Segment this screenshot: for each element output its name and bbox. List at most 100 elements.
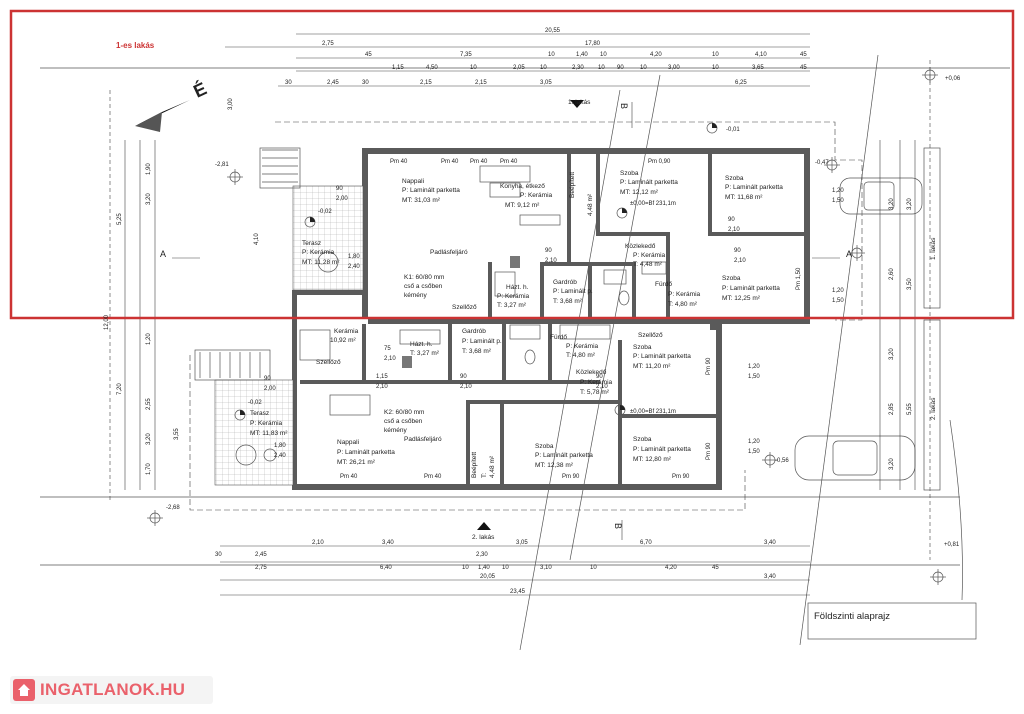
dim-label: 1,50 [748, 374, 760, 380]
dim-label: 1,15 [392, 65, 404, 71]
room-padlas-2: Padlásfeljáró [404, 436, 442, 443]
room-area: T: 3,27 m² [410, 350, 440, 357]
dim-label: 1,80 [274, 443, 286, 449]
dim-label: 90 [460, 374, 467, 380]
room-szoba-1a: Szoba P: Laminált parketta MT: 12,12 m² [620, 170, 678, 196]
room-name: Terasz [302, 240, 321, 247]
dim-label: 20,05 [480, 574, 496, 580]
dim-label: 10 [462, 565, 469, 571]
room-area: T: 4,80 m² [566, 352, 596, 359]
left-dimensions: 3,00 1,90 3,20 5,25 1,20 7,20 2,55 3,20 … [104, 98, 260, 475]
bottom-dimensions: 30 2,45 2,10 3,40 2,30 3,05 6,70 3,40 2,… [215, 540, 776, 595]
dim-label: 1,50 [832, 198, 844, 204]
section-markers [172, 100, 840, 540]
room-name: Gardrób [553, 279, 577, 286]
chimney-label: K1: 60/80 mm [404, 274, 444, 281]
dim-label: 2,30 [572, 65, 584, 71]
opening-label: Pm 40 [390, 159, 408, 165]
dim-label: 10 [470, 65, 477, 71]
dim-label: 1,80 [348, 254, 360, 260]
room-szoba-1b: Szoba P: Laminált parketta MT: 11,68 m² [725, 175, 783, 201]
dim-label: 2,85 [889, 403, 895, 415]
dim-label: 1,20 [748, 364, 760, 370]
dim-label: 2,45 [255, 552, 267, 558]
dim-label: 3,65 [752, 65, 764, 71]
room-name: Nappali [337, 439, 359, 446]
chimney-label: kémény [384, 427, 408, 434]
dim-label: 2,10 [734, 258, 746, 264]
terraces [194, 147, 364, 486]
unit-label-bottom: 2. lakás [472, 534, 495, 541]
dim-label: 2,00 [264, 386, 276, 392]
room-name: Közlekedő [625, 243, 656, 250]
opening-label: Pm 40 [424, 474, 442, 480]
section-label-a-right: A [846, 249, 852, 259]
dim-label: 10 [598, 65, 605, 71]
north-label: É [190, 77, 210, 101]
dim-label: 45 [365, 52, 372, 58]
dim-label: 10 [600, 52, 607, 58]
room-name: Szellőző [452, 304, 477, 311]
dimension-lines [124, 33, 941, 596]
opening-labels: Pm 40 Pm 40 Pm 40 Pm 40 Pm 0,90 Pm 90 Pm… [340, 159, 802, 480]
opening-label: Pm 40 [500, 159, 518, 165]
room-floor: P: Laminált p. [462, 338, 502, 345]
room-name: Szoba [633, 436, 652, 443]
room-haztartasi-2: Házt. h. T: 3,27 m² [410, 341, 440, 357]
dim-label: 23,45 [510, 589, 526, 595]
room-name: Fürdő [655, 281, 672, 288]
dim-label: 3,20 [146, 193, 152, 205]
room-beepitett-2: Beépített T: 4,48 m² [471, 452, 496, 478]
level-labels: -0,01 ±0,00=Bf 231,1m -0,02 -2,81 -0,47 … [166, 76, 961, 548]
room-name: Nappali [402, 178, 424, 185]
room-area: 4,48 m² [587, 193, 594, 216]
dim-label: 3,40 [382, 540, 394, 546]
room-area: MT: 11,28 m² [302, 259, 340, 266]
room-padlas-1: Padlásfeljáró [430, 249, 468, 256]
dim-label: 1,15 [376, 374, 388, 380]
room-szoba-1c: Szoba P: Laminált parketta MT: 12,25 m² [722, 275, 780, 302]
opening-dimensions: 90 2,00 1,80 2,40 90 2,10 90 2,10 90 2,1… [264, 186, 760, 459]
dim-label: 10 [548, 52, 555, 58]
level-label: +0,06 [945, 76, 961, 82]
dim-label: 4,50 [426, 65, 438, 71]
dim-label: 3,05 [516, 540, 528, 546]
section-label-a-left: A [160, 249, 166, 259]
room-area: T: 3,68 m² [553, 298, 583, 305]
level-label: -2,68 [166, 505, 180, 511]
dim-label: 90 [336, 186, 343, 192]
room-floor: P: Kerámia [497, 293, 530, 300]
dim-label: 1,20 [832, 288, 844, 294]
room-floor: P: Kerámia [566, 343, 599, 350]
dim-label: 90 [728, 217, 735, 223]
dim-label: 1,40 [576, 52, 588, 58]
room-terasz-2: Terasz P: Kerámia MT: 11,83 m² [250, 410, 288, 437]
opening-label: Pm 40 [470, 159, 488, 165]
dim-label: 7,35 [460, 52, 472, 58]
level-label: -2,81 [215, 162, 229, 168]
room-floor: P: Laminált parketta [620, 179, 678, 186]
dim-label: 5,25 [117, 213, 123, 225]
chimney-k2: K2: 60/80 mm cső a csőben kémény [384, 409, 424, 434]
room-szoba-2c: Szoba P: Laminált parketta MT: 12,80 m² [633, 436, 691, 463]
room-kozlekedo-2: Közlekedő P: Kerámia T: 5,78 m² [576, 369, 613, 396]
dim-label: 10 [502, 565, 509, 571]
dim-label: 10 [712, 52, 719, 58]
room-floor: P: Laminált p. [553, 288, 593, 295]
room-area: MT: 12,25 m² [722, 295, 761, 302]
room-name: Fürdő [550, 334, 567, 341]
dim-label: 90 [596, 374, 603, 380]
house-logo-icon [13, 679, 35, 701]
room-floor: P: Kerámia [668, 291, 701, 298]
room-name: Házt. h. [506, 284, 529, 291]
opening-label: Pm 40 [340, 474, 358, 480]
room-floor: P: Kerámia [520, 192, 553, 199]
chimney-label: kémény [404, 292, 428, 299]
dim-label: 4,10 [755, 52, 767, 58]
room-floor: T: [481, 473, 488, 478]
room-szellozo-2a: Szellőző [638, 332, 663, 339]
level-label: -0,47 [815, 160, 829, 166]
dim-label: 2,40 [274, 453, 286, 459]
room-konyha: Konyha, étkező P: Kerámia MT: 9,12 m² [500, 183, 553, 209]
opening-label: Pm 90 [672, 474, 690, 480]
